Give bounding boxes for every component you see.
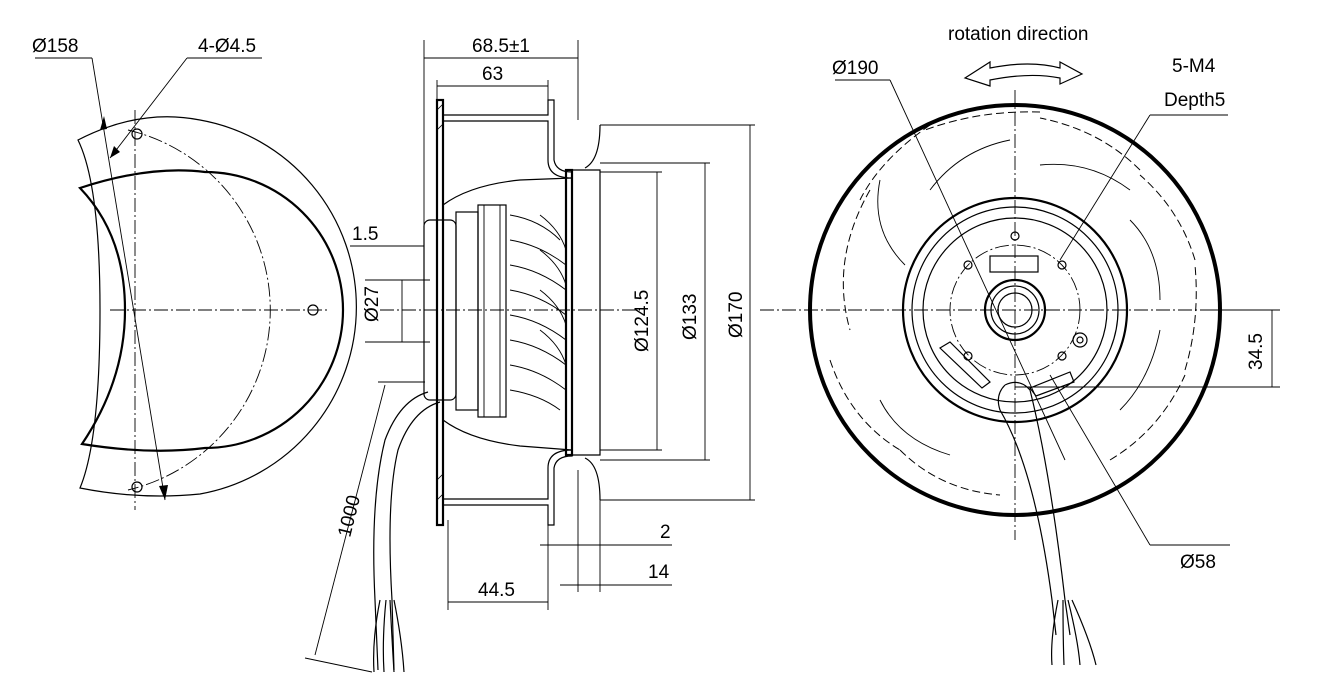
mounting-ring-view — [35, 57, 357, 510]
label-overall-depth: 68.5±1 — [472, 36, 530, 57]
label-cable: 1000 — [334, 493, 365, 539]
label-d445: 44.5 — [478, 580, 515, 601]
label-dia58: Ø58 — [1180, 552, 1216, 573]
label-threads: 5-M4 — [1172, 56, 1216, 77]
label-dia170: Ø170 — [726, 292, 747, 338]
label-depth63: 63 — [482, 64, 503, 85]
label-rotation: rotation direction — [948, 24, 1088, 45]
label-d14: 14 — [648, 562, 670, 583]
label-dia27: Ø27 — [362, 286, 383, 322]
label-dia133: Ø133 — [680, 294, 701, 340]
label-d345: 34.5 — [1246, 333, 1267, 370]
label-depth5: Depth5 — [1164, 90, 1225, 111]
label-d2: 2 — [660, 522, 671, 543]
label-dia1245: Ø124.5 — [632, 290, 653, 352]
label-dia190: Ø190 — [832, 58, 878, 79]
impeller-front-view — [760, 60, 1280, 666]
label-holes: 4-Ø4.5 — [198, 36, 256, 57]
side-section-view — [304, 40, 755, 673]
label-dia158: Ø158 — [32, 36, 78, 57]
label-t15: 1.5 — [352, 224, 378, 245]
